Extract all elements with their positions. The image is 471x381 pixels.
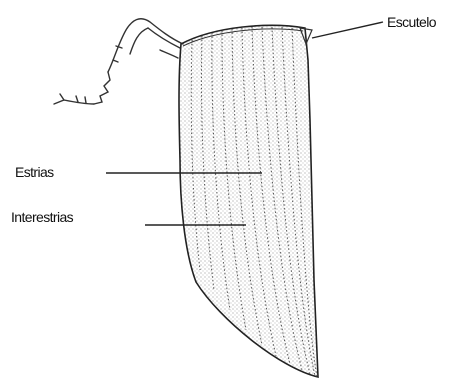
interestrias-label: Interestrias (11, 210, 73, 224)
escutelo-label: Escutelo (387, 15, 436, 29)
leg-appendage (54, 19, 183, 104)
estrias-label: Estrias (15, 165, 54, 179)
escutelo-leader-line (312, 22, 383, 38)
elytron-body (179, 25, 318, 377)
